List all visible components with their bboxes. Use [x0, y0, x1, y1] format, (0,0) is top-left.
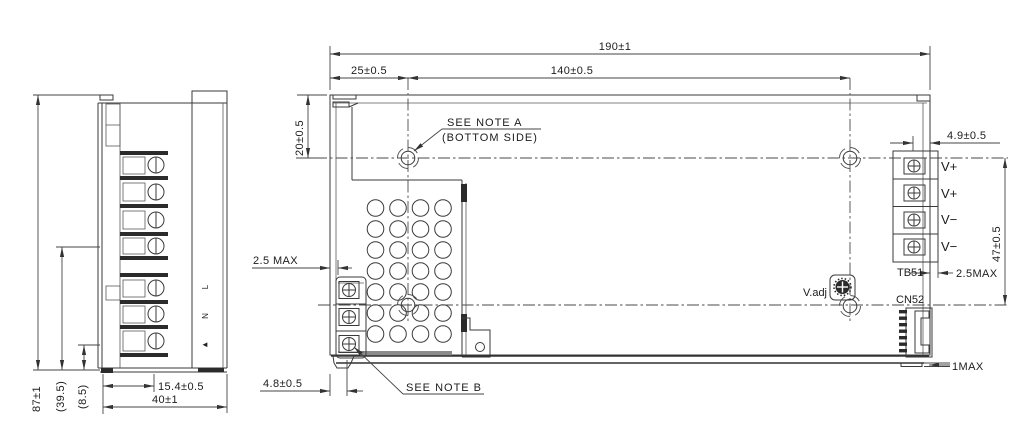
dim-cn-protrusion: 1MAX [952, 361, 984, 373]
terminal-label: V+ [941, 186, 957, 201]
foot [332, 355, 355, 369]
note-b: SEE NOTE B [353, 346, 484, 395]
output-terminal-labels: V+ V+ V− V− [941, 159, 957, 254]
marking-N: N [201, 313, 210, 319]
corner-tab [916, 94, 931, 102]
dim-hole-vertical-span: 47±0.5 [991, 226, 1003, 262]
terminal-label: V− [941, 239, 957, 254]
terminal-label: V+ [941, 159, 957, 174]
dim-side-ref-foot: (8.5) [77, 384, 89, 409]
top-view-dimensions: 190±1 25±0.5 140±0.5 20±0.5 4.9±0.5 47±0… [252, 41, 1008, 396]
fuse-holder [105, 285, 121, 301]
screw-icon [338, 281, 360, 353]
dim-side-ref-height: (39.5) [55, 381, 67, 412]
cn52-connector [899, 307, 933, 358]
vent-grid [366, 199, 452, 343]
front-view: L N ◄ [97, 90, 228, 373]
mounting-hole [397, 147, 861, 317]
marking-L: L [201, 284, 210, 289]
top-tab [191, 90, 228, 104]
corner-notch [332, 94, 357, 100]
vadj-label: V.adj [803, 287, 827, 299]
dim-top-overall: 190±1 [599, 41, 632, 53]
tb51-label: TB51 [897, 267, 923, 279]
note-a: SEE NOTE A (BOTTOM SIDE) [413, 117, 541, 152]
dim-input-screw-offset: 4.8±0.5 [263, 378, 302, 390]
mounting-bracket [462, 317, 491, 358]
terminal-screws-side [120, 151, 168, 357]
input-terminal-markings: L N ◄ [201, 284, 210, 349]
dim-tb-protrusion: 2.5MAX [956, 268, 998, 280]
vadj-potentiometer [829, 274, 856, 301]
input-terminal-block [335, 276, 367, 359]
note-a-subtext: (BOTTOM SIDE) [442, 132, 538, 144]
note-b-text: SEE NOTE B [406, 382, 482, 394]
connector-tab [900, 362, 923, 367]
screw-icon [122, 156, 165, 352]
terminal-label: V− [941, 212, 957, 227]
dim-output-screw-offset: 4.9±0.5 [947, 130, 986, 142]
screw-icon [903, 157, 926, 256]
dim-input-block-protrusion: 2.5 MAX [253, 255, 298, 267]
dim-side-width: 40±1 [152, 394, 178, 406]
output-terminal-block-tb51 [892, 150, 939, 263]
top-view: V+ V+ V− V− [315, 78, 1008, 369]
cn52-label: CN52 [896, 294, 924, 306]
annotations: SEE NOTE A (BOTTOM SIDE) SEE NOTE B V.ad… [353, 117, 924, 395]
dim-top-left-offset: 25±0.5 [351, 65, 387, 77]
front-view-dimensions: 87±1 (39.5) (8.5) 15.4±0.5 40±1 [31, 94, 228, 414]
dim-top-hole-span: 140±0.5 [551, 65, 593, 77]
dim-left-edge-to-hole: 20±0.5 [294, 120, 306, 156]
note-a-text: SEE NOTE A [447, 117, 522, 129]
ground-arrow-icon: ◄ [201, 340, 209, 349]
dim-side-screw-offset: 15.4±0.5 [158, 381, 204, 393]
pcb-edge [360, 351, 452, 356]
dim-side-height: 87±1 [31, 386, 43, 412]
